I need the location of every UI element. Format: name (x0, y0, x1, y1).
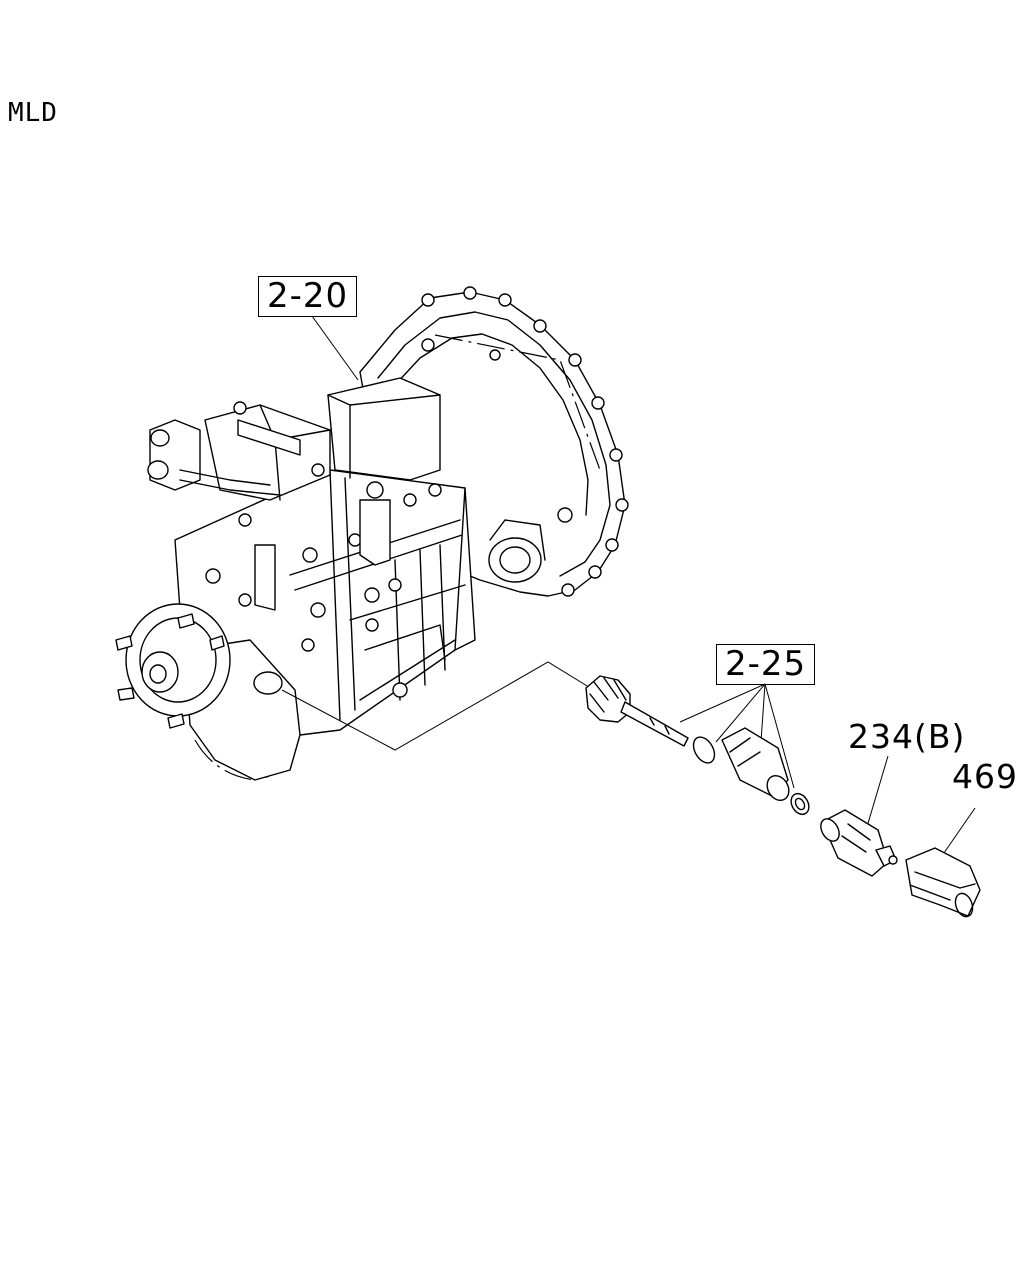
speedo-sleeve (721, 727, 790, 802)
leader-2-25-pinion (679, 683, 766, 723)
shift-tower (147, 377, 442, 611)
sensor-cover (905, 847, 981, 918)
leader-sensor-location (281, 661, 611, 751)
speedo-driven-gear (585, 675, 689, 747)
o-ring (692, 736, 716, 764)
speed-sensor (820, 809, 898, 877)
leader-234 (865, 755, 889, 831)
leader-2-25-oring (715, 683, 766, 743)
oil-seal (790, 792, 810, 816)
callout-ref-2-20[interactable]: 2-20 (258, 276, 358, 317)
leader-2-20 (311, 315, 359, 381)
gearbox-case (174, 469, 476, 781)
model-code-label: MLD (8, 98, 58, 128)
callout-part-469[interactable]: 469 (952, 757, 1018, 796)
output-flange (115, 603, 231, 729)
callout-ref-2-25[interactable]: 2-25 (716, 644, 816, 685)
leader-2-25-seal (764, 683, 795, 789)
callout-part-234b[interactable]: 234(B) (848, 717, 966, 756)
